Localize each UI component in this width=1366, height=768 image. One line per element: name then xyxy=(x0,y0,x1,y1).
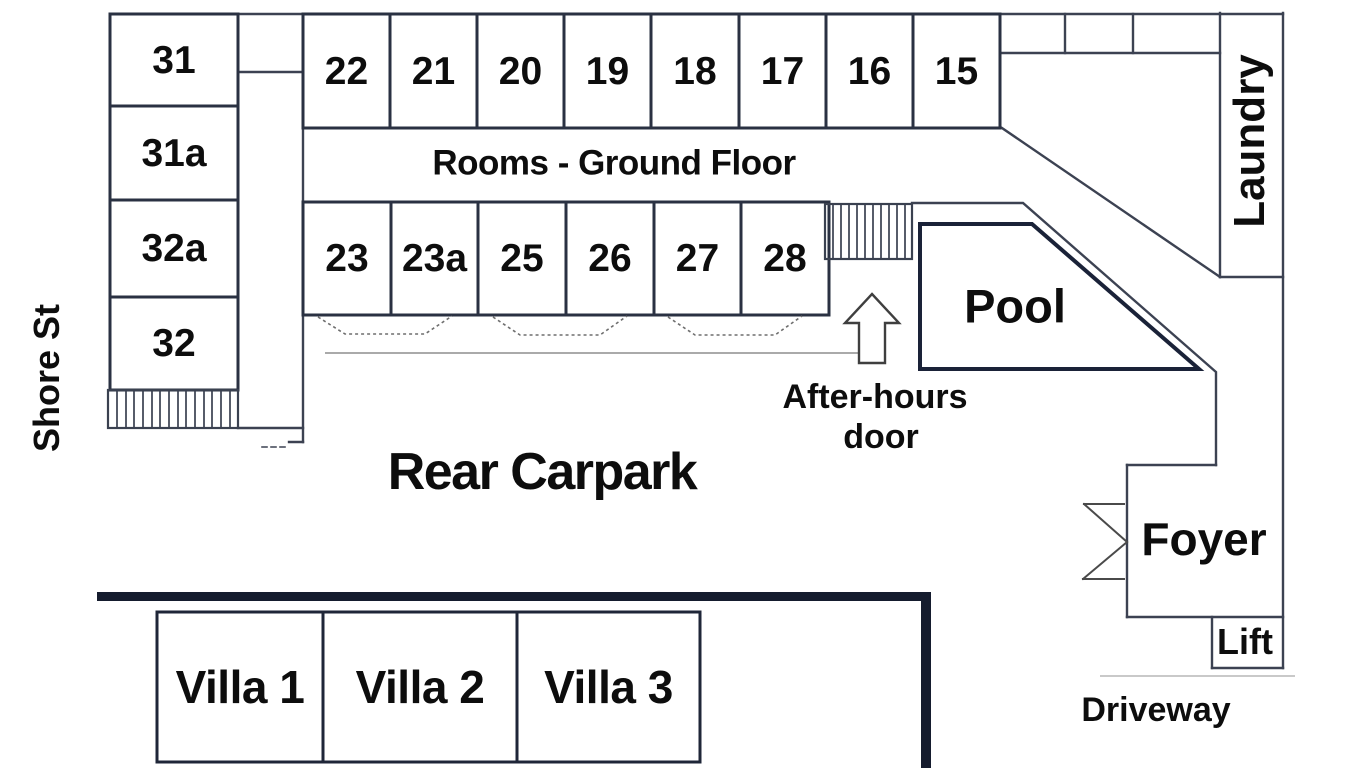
top-row-rooms xyxy=(301,12,1002,130)
after-hours-arrow-icon xyxy=(842,292,902,365)
pool-outline xyxy=(918,222,1205,371)
room-31-box xyxy=(108,12,240,108)
room-32-box xyxy=(108,295,240,392)
room-23-box xyxy=(301,200,393,317)
room-28-box xyxy=(739,200,831,317)
room-16-box xyxy=(824,12,915,130)
room-18-box xyxy=(649,12,741,130)
room-17-box xyxy=(737,12,828,130)
villa-boxes xyxy=(155,610,702,764)
room-23a-box xyxy=(389,200,480,317)
room-20-box xyxy=(475,12,566,130)
villa-3-box xyxy=(515,610,702,764)
stairs-hatch xyxy=(823,202,914,261)
room-31a-box xyxy=(108,104,240,202)
villa-2-box xyxy=(321,610,519,764)
room-32a-box xyxy=(108,198,240,299)
pool-enclosure-wall xyxy=(910,201,1218,467)
corridor-outer-diagonal xyxy=(1000,126,1222,279)
room-27-box xyxy=(652,200,743,317)
shore-wing-rooms xyxy=(108,12,240,392)
foyer-entrance-door-icon xyxy=(1081,502,1129,581)
room-21-box xyxy=(388,12,479,130)
parking-bay-marks xyxy=(317,315,803,336)
villa-1-box xyxy=(155,610,325,764)
shore-wing-hatch xyxy=(106,388,240,430)
room-26-box xyxy=(564,200,656,317)
middle-row-rooms xyxy=(301,200,831,317)
room-22-box xyxy=(301,12,392,130)
room-15-box xyxy=(911,12,1002,130)
room-25-box xyxy=(476,200,568,317)
room-19-box xyxy=(562,12,653,130)
